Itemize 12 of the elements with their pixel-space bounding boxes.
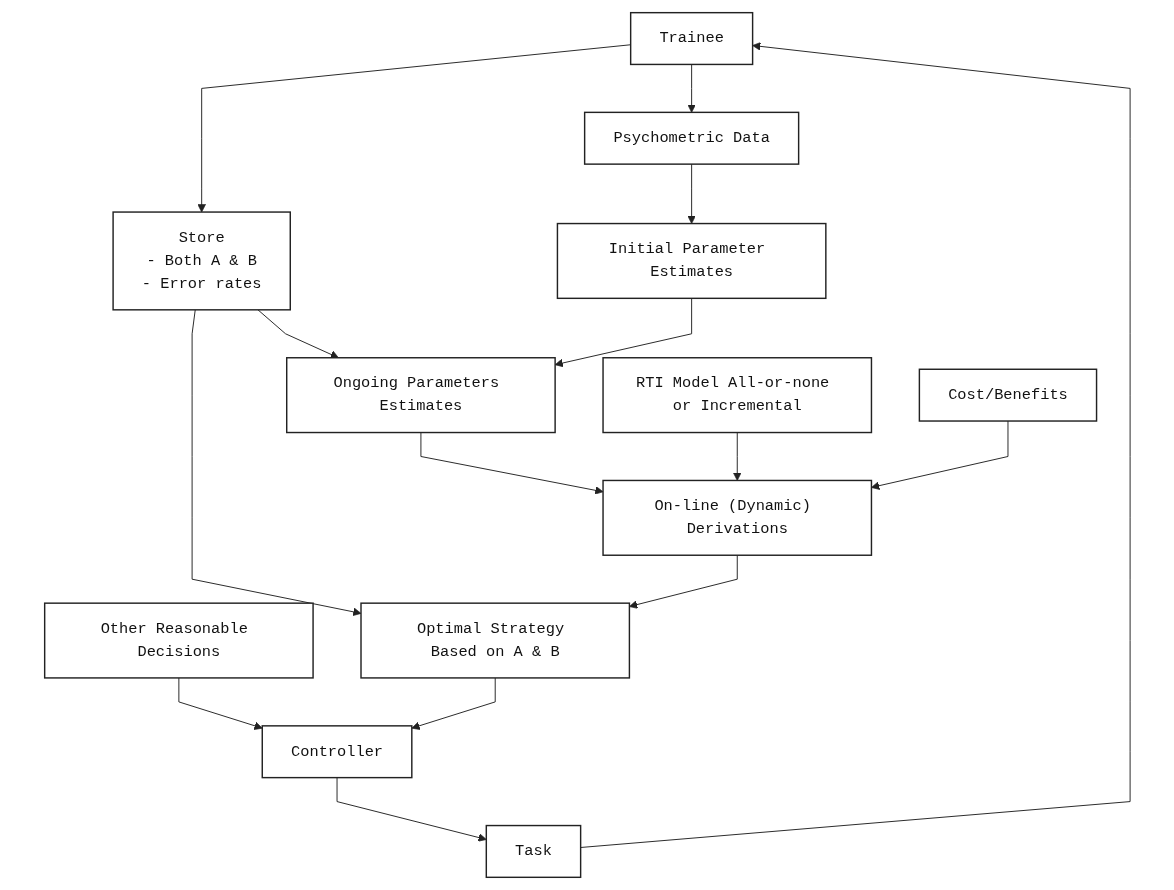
node-box: Store - Both A & B - Error rates — [112, 211, 291, 311]
node-box: Other Reasonable Decisions — [43, 602, 314, 679]
node-box: Optimal Strategy Based on A & B — [359, 602, 630, 679]
node-box: Ongoing Parameters Estimates — [285, 357, 556, 434]
node-box: RTI Model All-or-none or Incremental — [601, 357, 872, 434]
node-box: On-line (Dynamic) Derivations — [601, 479, 872, 556]
node-box: Controller — [261, 725, 413, 779]
node-box: Psychometric Data — [583, 111, 799, 165]
node-box: Initial Parameter Estimates — [556, 222, 827, 300]
node-box: Task — [485, 824, 581, 879]
node-box: Trainee — [629, 11, 753, 66]
node-box: Cost/Benefits — [918, 368, 1097, 422]
